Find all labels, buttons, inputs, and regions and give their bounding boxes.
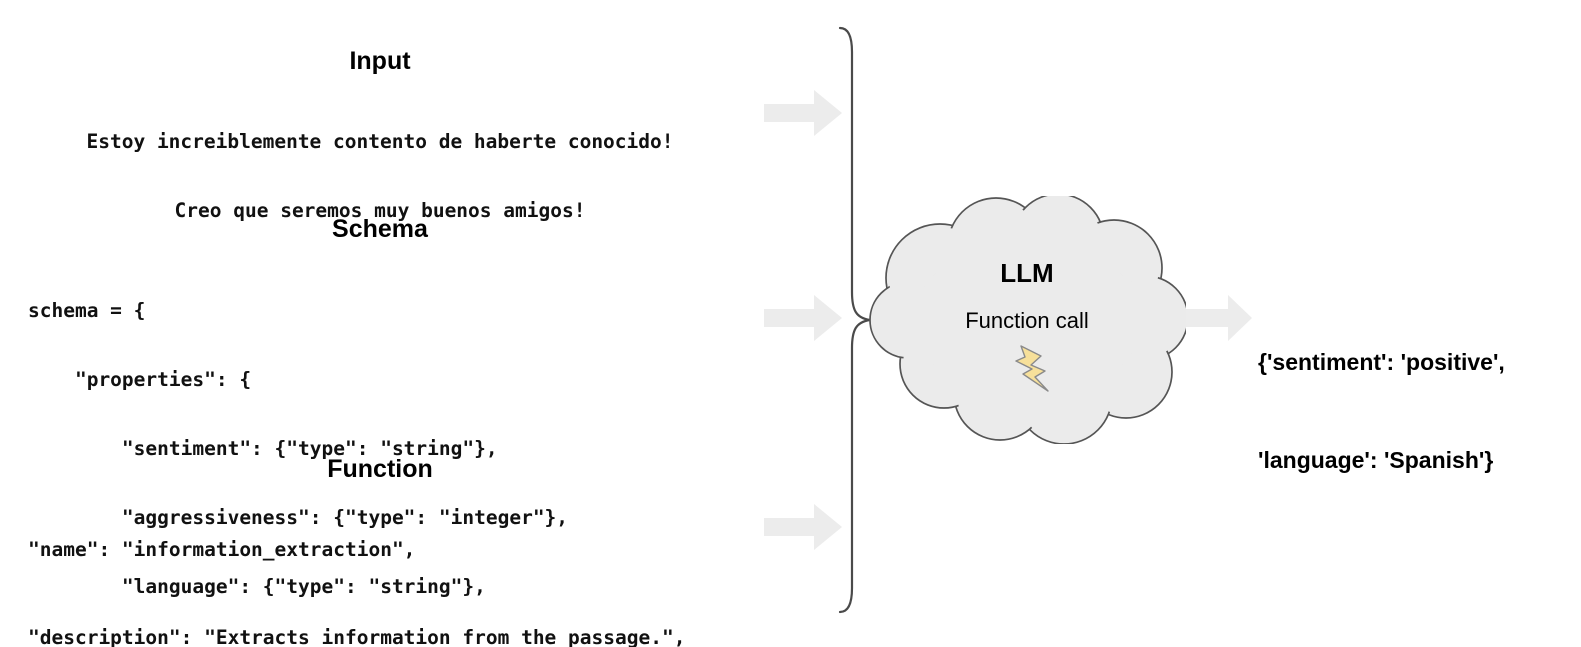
- schema-code-block: schema = { "properties": { "sentiment": …: [0, 253, 760, 647]
- function-line: "description": "Extracts information fro…: [28, 625, 686, 647]
- schema-line: "properties": {: [28, 367, 252, 391]
- function-line: "name": "information_extraction",: [28, 537, 416, 561]
- input-line: Creo que seremos muy buenos amigos!: [174, 198, 586, 222]
- llm-subtitle: Function call: [965, 308, 1089, 333]
- schema-line: }: [28, 644, 760, 647]
- schema-arrow-icon: [764, 295, 842, 341]
- schema-heading: Schema: [332, 215, 428, 243]
- schema-line: schema = {: [28, 298, 146, 322]
- input-code-block: Estoy increiblemente contento de haberte…: [0, 84, 760, 268]
- function-arrow-icon: [764, 504, 842, 550]
- lightning-bolt-icon: [1001, 344, 1059, 396]
- input-section: Input Estoy increiblemente contento de h…: [0, 47, 760, 268]
- input-line: Estoy increiblemente contento de haberte…: [86, 129, 674, 153]
- output-line: 'language': 'Spanish'}: [1258, 447, 1494, 474]
- schema-line: "sentiment": {"type": "string"},: [28, 436, 498, 460]
- output-line: {'sentiment': 'positive',: [1258, 349, 1505, 376]
- schema-section: Schema schema = { "properties": { "senti…: [0, 215, 760, 647]
- llm-cloud: LLM Function call: [868, 196, 1186, 444]
- output-arrow-icon: [1186, 295, 1252, 341]
- schema-line: "aggressiveness": {"type": "integer"},: [28, 505, 569, 529]
- input-arrow-icon: [764, 90, 842, 136]
- function-section: Function "name": "information_extraction…: [0, 455, 760, 647]
- function-code-block: "name": "information_extraction", "descr…: [0, 492, 760, 647]
- function-heading: Function: [327, 455, 433, 483]
- input-heading: Input: [349, 47, 411, 75]
- output-result: {'sentiment': 'positive', 'language': 'S…: [1258, 281, 1505, 542]
- schema-line: "language": {"type": "string"},: [28, 574, 486, 598]
- llm-title: LLM: [1000, 258, 1054, 288]
